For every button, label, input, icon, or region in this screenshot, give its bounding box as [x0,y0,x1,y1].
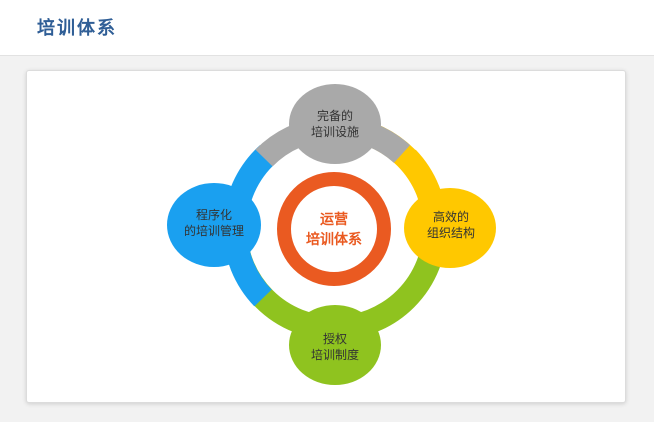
node-left-label-line2: 的培训管理 [184,223,244,238]
page-title: 培训体系 [37,18,117,39]
header-bar: 培训体系 [0,0,654,56]
node-top-circle [289,84,381,164]
center-label-line1: 运营 [320,211,348,228]
node-left-label-line1: 程序化 [196,207,232,222]
node-top-label-line1: 完备的 [317,108,353,123]
node-top-label-line2: 培训设施 [311,124,359,139]
center-ring [277,172,391,286]
node-right-label-line1: 高效的 [433,209,469,224]
node-bottom-label-line1: 授权 [323,331,347,346]
node-left-circle [167,183,261,267]
node-bottom-circle [289,305,381,385]
center-label-line2: 培训体系 [306,231,362,248]
node-right-circle [404,188,496,268]
node-right-label-line2: 组织结构 [427,225,475,240]
node-bottom-label-line2: 培训制度 [311,347,359,362]
